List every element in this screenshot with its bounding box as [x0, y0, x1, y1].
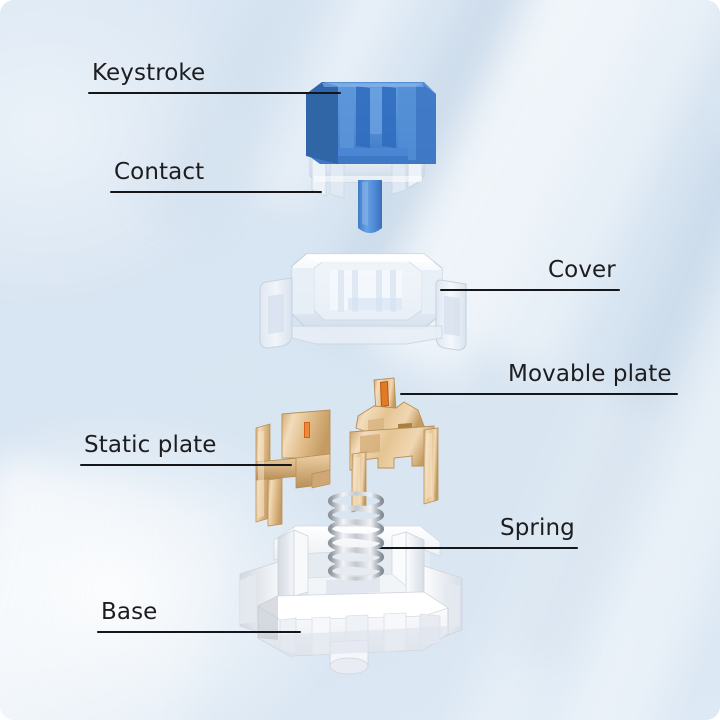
- label-static-plate: Static plate: [84, 432, 217, 458]
- light-streak: [519, 227, 720, 720]
- movable-plate-part: [338, 376, 468, 516]
- spring-part: [318, 491, 394, 590]
- light-streak: [0, 459, 237, 720]
- leader-line-movable-plate: [400, 393, 678, 396]
- label-movable-plate: Movable plate: [508, 361, 672, 387]
- movable-plate-body: [349, 377, 439, 513]
- base-part: [234, 522, 474, 682]
- label-keystroke: Keystroke: [92, 60, 206, 86]
- transparent-cover-body: [291, 253, 443, 329]
- static-plate-part: [252, 398, 362, 528]
- blue-stem-leg: [358, 180, 382, 233]
- label-contact: Contact: [114, 159, 205, 185]
- label-spring: Spring: [500, 515, 575, 541]
- blue-stem-body: [306, 82, 436, 164]
- label-base: Base: [101, 599, 158, 625]
- base-housing-body: [239, 525, 463, 675]
- light-shadow-band: [494, 125, 720, 675]
- leader-line-static-plate: [80, 464, 292, 467]
- cover-part: [256, 248, 476, 368]
- label-cover: Cover: [548, 257, 616, 283]
- light-streak: [443, 0, 720, 378]
- leader-line-cover: [440, 289, 620, 292]
- leader-line-spring: [378, 547, 578, 550]
- leader-line-keystroke: [88, 92, 341, 95]
- coil-spring-body: [327, 491, 385, 581]
- static-plate-body: [255, 409, 331, 527]
- leader-line-contact: [110, 191, 322, 194]
- blue-stem-part: [296, 68, 456, 258]
- cover-clip-arms: [259, 277, 467, 351]
- leader-line-base: [97, 631, 301, 634]
